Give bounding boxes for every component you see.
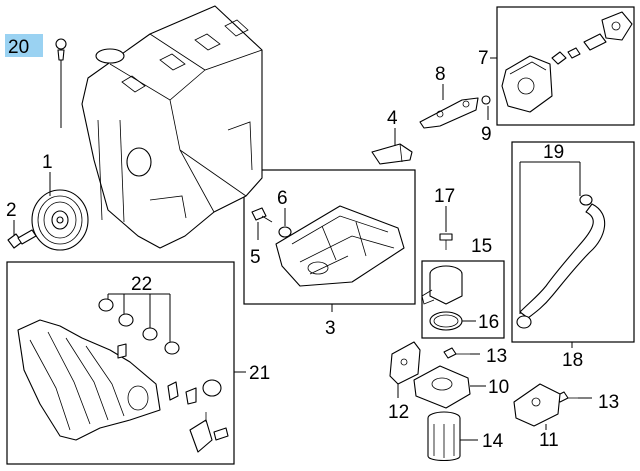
o-ring	[481, 95, 491, 105]
callout-22: 22	[131, 274, 152, 295]
frame-intake-manifold	[6, 261, 235, 465]
intake-manifold	[17, 319, 229, 453]
pulley-bolt	[7, 229, 37, 249]
frame-oil-filter-adapter	[421, 260, 505, 339]
callout-13b: 13	[598, 392, 619, 413]
callout-9: 9	[481, 124, 492, 145]
oil-filter-adapter	[421, 265, 463, 305]
callout-3: 3	[325, 318, 336, 339]
callout-1: 1	[42, 152, 53, 173]
oil-pan-drain-bolt	[251, 207, 273, 223]
oil-filter-body	[413, 365, 471, 409]
bracket	[419, 97, 479, 129]
mount-bracket	[513, 383, 561, 427]
callout-8: 8	[435, 64, 446, 85]
callout-19: 19	[543, 142, 564, 163]
crankshaft-pulley	[31, 189, 89, 251]
callout-10: 10	[488, 377, 509, 398]
callout-20: 20	[8, 37, 29, 58]
frame-oil-pan	[243, 169, 416, 305]
callout-7: 7	[478, 48, 489, 69]
manifold-gaskets	[98, 298, 180, 355]
frame-hose	[511, 141, 635, 343]
oil-hose	[516, 194, 606, 329]
oil-dipstick	[55, 38, 67, 128]
frame-vacuum-pump	[496, 6, 635, 126]
oil-seal-tube	[371, 143, 413, 165]
drain-plug-gasket	[278, 226, 292, 238]
callout-16: 16	[478, 312, 499, 333]
oil-filter	[427, 411, 461, 462]
callout-13a: 13	[486, 346, 507, 367]
callout-11: 11	[539, 430, 559, 451]
adapter-gasket	[389, 341, 421, 385]
bolt-13-upper	[443, 347, 470, 359]
callout-6: 6	[277, 188, 288, 209]
callout-21: 21	[249, 363, 270, 384]
vacuum-pump	[501, 11, 633, 113]
callout-20-highlight	[5, 34, 43, 57]
callout-4: 4	[387, 108, 398, 129]
callout-2: 2	[6, 200, 17, 221]
callout-18: 18	[562, 350, 583, 371]
oil-pan	[275, 205, 405, 287]
callout-5: 5	[250, 247, 261, 268]
callout-15: 15	[471, 236, 492, 257]
bolt-17	[439, 233, 453, 250]
callout-12: 12	[388, 402, 409, 423]
engine-block	[81, 5, 263, 249]
callout-14: 14	[482, 431, 504, 452]
callout-17: 17	[434, 186, 455, 207]
